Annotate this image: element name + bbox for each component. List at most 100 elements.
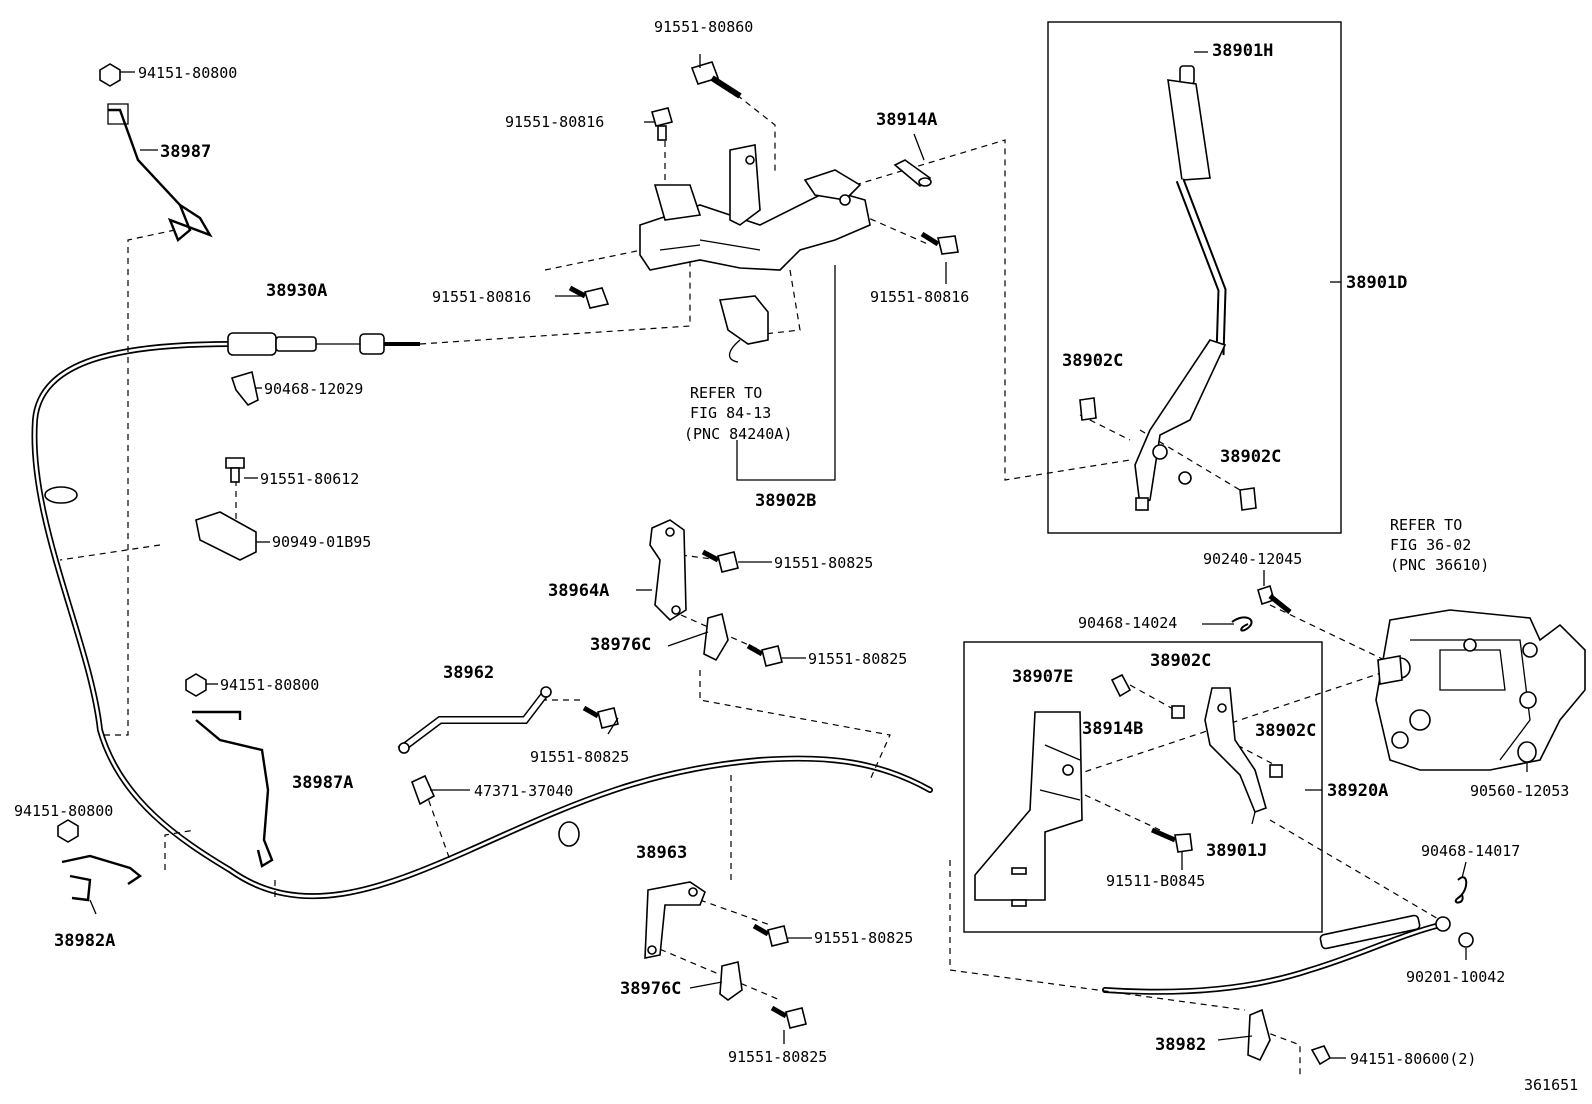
label-38987: 38987 — [160, 142, 211, 162]
refer-36610-line1: REFER TO — [1390, 516, 1462, 534]
label-91551-80825-a: 91551-80825 — [774, 554, 873, 572]
bolt-91551-80825-a — [701, 549, 739, 573]
label-90949-01B95: 90949-01B95 — [272, 533, 371, 551]
clip-90468-14024 — [1231, 616, 1253, 632]
label-38902B: 38902B — [755, 491, 816, 511]
refer-84240A-line3: (PNC 84240A) — [684, 425, 792, 443]
refer-36610-line2: FIG 36-02 — [1390, 536, 1471, 554]
pin-38914B — [1110, 673, 1132, 698]
clip-38982A — [61, 854, 143, 902]
label-90468-14017: 90468-14017 — [1421, 842, 1520, 860]
shift-lever-group-box — [1047, 21, 1342, 534]
refer-36610-line3: (PNC 36610) — [1390, 556, 1489, 574]
label-91551-80825-e: 91551-80825 — [728, 1048, 827, 1066]
refer-84240A-line1: REFER TO — [690, 384, 762, 402]
clip-90468-12029 — [230, 370, 259, 407]
figure-id: 361651 — [1524, 1076, 1578, 1094]
washer-90201-10042 — [1458, 932, 1474, 948]
label-94151-80600: 94151-80600(2) — [1350, 1050, 1476, 1068]
nut-94151-80800-low — [57, 819, 79, 843]
label-38901J: 38901J — [1206, 841, 1267, 861]
bolt-91551-80816-b — [568, 285, 610, 309]
transmission-36610 — [1375, 609, 1586, 771]
label-38914B: 38914B — [1082, 719, 1143, 739]
bushing-38902C-c — [1171, 705, 1185, 719]
label-91551-80860: 91551-80860 — [654, 18, 753, 36]
label-91551-80816-c: 91551-80816 — [870, 288, 969, 306]
label-91551-80816-a: 91551-80816 — [505, 113, 604, 131]
shift-lever-38901D — [1134, 65, 1227, 511]
shift-bracket-assembly — [639, 144, 871, 271]
connector-84240A — [718, 295, 769, 363]
bolt-91551-80816-a — [651, 107, 673, 141]
label-94151-80800-mid: 94151-80800 — [220, 676, 319, 694]
label-90468-12029: 90468-12029 — [264, 380, 363, 398]
bolt-91551-80816-c — [920, 231, 959, 255]
label-leaders — [89, 51, 1528, 1059]
cable-lower-right — [1102, 914, 1451, 995]
bolt-91551-80612 — [225, 457, 245, 483]
sleeve-38914A — [893, 159, 932, 188]
label-94151-80800-low: 94151-80800 — [14, 802, 113, 820]
bushing-38902C-d — [1269, 764, 1283, 778]
bolt-91551-80825-b — [746, 643, 783, 667]
nut-94151-80600 — [1310, 1045, 1332, 1066]
bolt-91511-B0845 — [1151, 827, 1193, 853]
cable-38930A — [31, 332, 933, 900]
bracket-38964A — [649, 519, 687, 622]
label-91551-80612: 91551-80612 — [260, 470, 359, 488]
label-38914A: 38914A — [876, 110, 937, 130]
bushing-38902C-a — [1079, 397, 1097, 421]
clamp-38982 — [1247, 1008, 1271, 1062]
label-38982: 38982 — [1155, 1035, 1206, 1055]
label-91551-80825-c: 91551-80825 — [530, 748, 629, 766]
bolt-91551-80825-c — [582, 705, 619, 729]
nut-94151-80800-top — [99, 63, 121, 87]
label-94151-80800-top: 94151-80800 — [138, 64, 237, 82]
label-38930A: 38930A — [266, 281, 327, 301]
clamp-38976C-b — [719, 961, 743, 1001]
clip-38987A — [192, 710, 274, 868]
label-38976C-b: 38976C — [620, 979, 681, 999]
label-91551-80816-b: 91551-80816 — [432, 288, 531, 306]
label-38902C-d: 38902C — [1255, 721, 1316, 741]
label-38902C-c: 38902C — [1150, 651, 1211, 671]
label-38901D: 38901D — [1346, 273, 1407, 293]
label-90201-10042: 90201-10042 — [1406, 968, 1505, 986]
rod-38962 — [397, 686, 552, 754]
bolt-91551-80825-d — [752, 923, 789, 947]
label-90240-12045: 90240-12045 — [1203, 550, 1302, 568]
bracket-line-38902B — [736, 265, 836, 481]
label-38987A: 38987A — [292, 773, 353, 793]
label-38902C-a: 38902C — [1062, 351, 1123, 371]
bushing-38902C-b — [1239, 487, 1257, 511]
bracket-38907E — [974, 711, 1083, 907]
label-38920A: 38920A — [1327, 781, 1388, 801]
bracket-group-box — [963, 641, 1323, 933]
bolt-91551-80825-e — [770, 1005, 807, 1029]
label-38902C-b: 38902C — [1220, 447, 1281, 467]
bracket-90949-01B95 — [195, 511, 257, 561]
part-labels: 94151-80800 38987 38930A 90468-12029 915… — [14, 18, 1578, 1094]
bolt-91551-80860 — [690, 61, 742, 99]
nut-94151-80800-mid — [185, 673, 207, 697]
label-38962: 38962 — [443, 663, 494, 683]
label-38982A: 38982A — [54, 931, 115, 951]
clamp-38976C-a — [703, 612, 729, 662]
bolt-90240-12045 — [1257, 584, 1292, 614]
label-90560-12053: 90560-12053 — [1470, 782, 1569, 800]
clip-38987 — [107, 103, 213, 242]
washer-90560-12053 — [1517, 741, 1537, 763]
label-38907E: 38907E — [1012, 667, 1073, 687]
label-90468-14024: 90468-14024 — [1078, 614, 1177, 632]
clip-90468-14017 — [1454, 876, 1468, 904]
label-38963: 38963 — [636, 843, 687, 863]
clip-47371-37040 — [410, 774, 436, 806]
label-47371-37040: 47371-37040 — [474, 782, 573, 800]
label-91551-80825-b: 91551-80825 — [808, 650, 907, 668]
label-91551-80825-d: 91551-80825 — [814, 929, 913, 947]
bracket-38963 — [644, 881, 706, 959]
label-38901H: 38901H — [1212, 41, 1273, 61]
